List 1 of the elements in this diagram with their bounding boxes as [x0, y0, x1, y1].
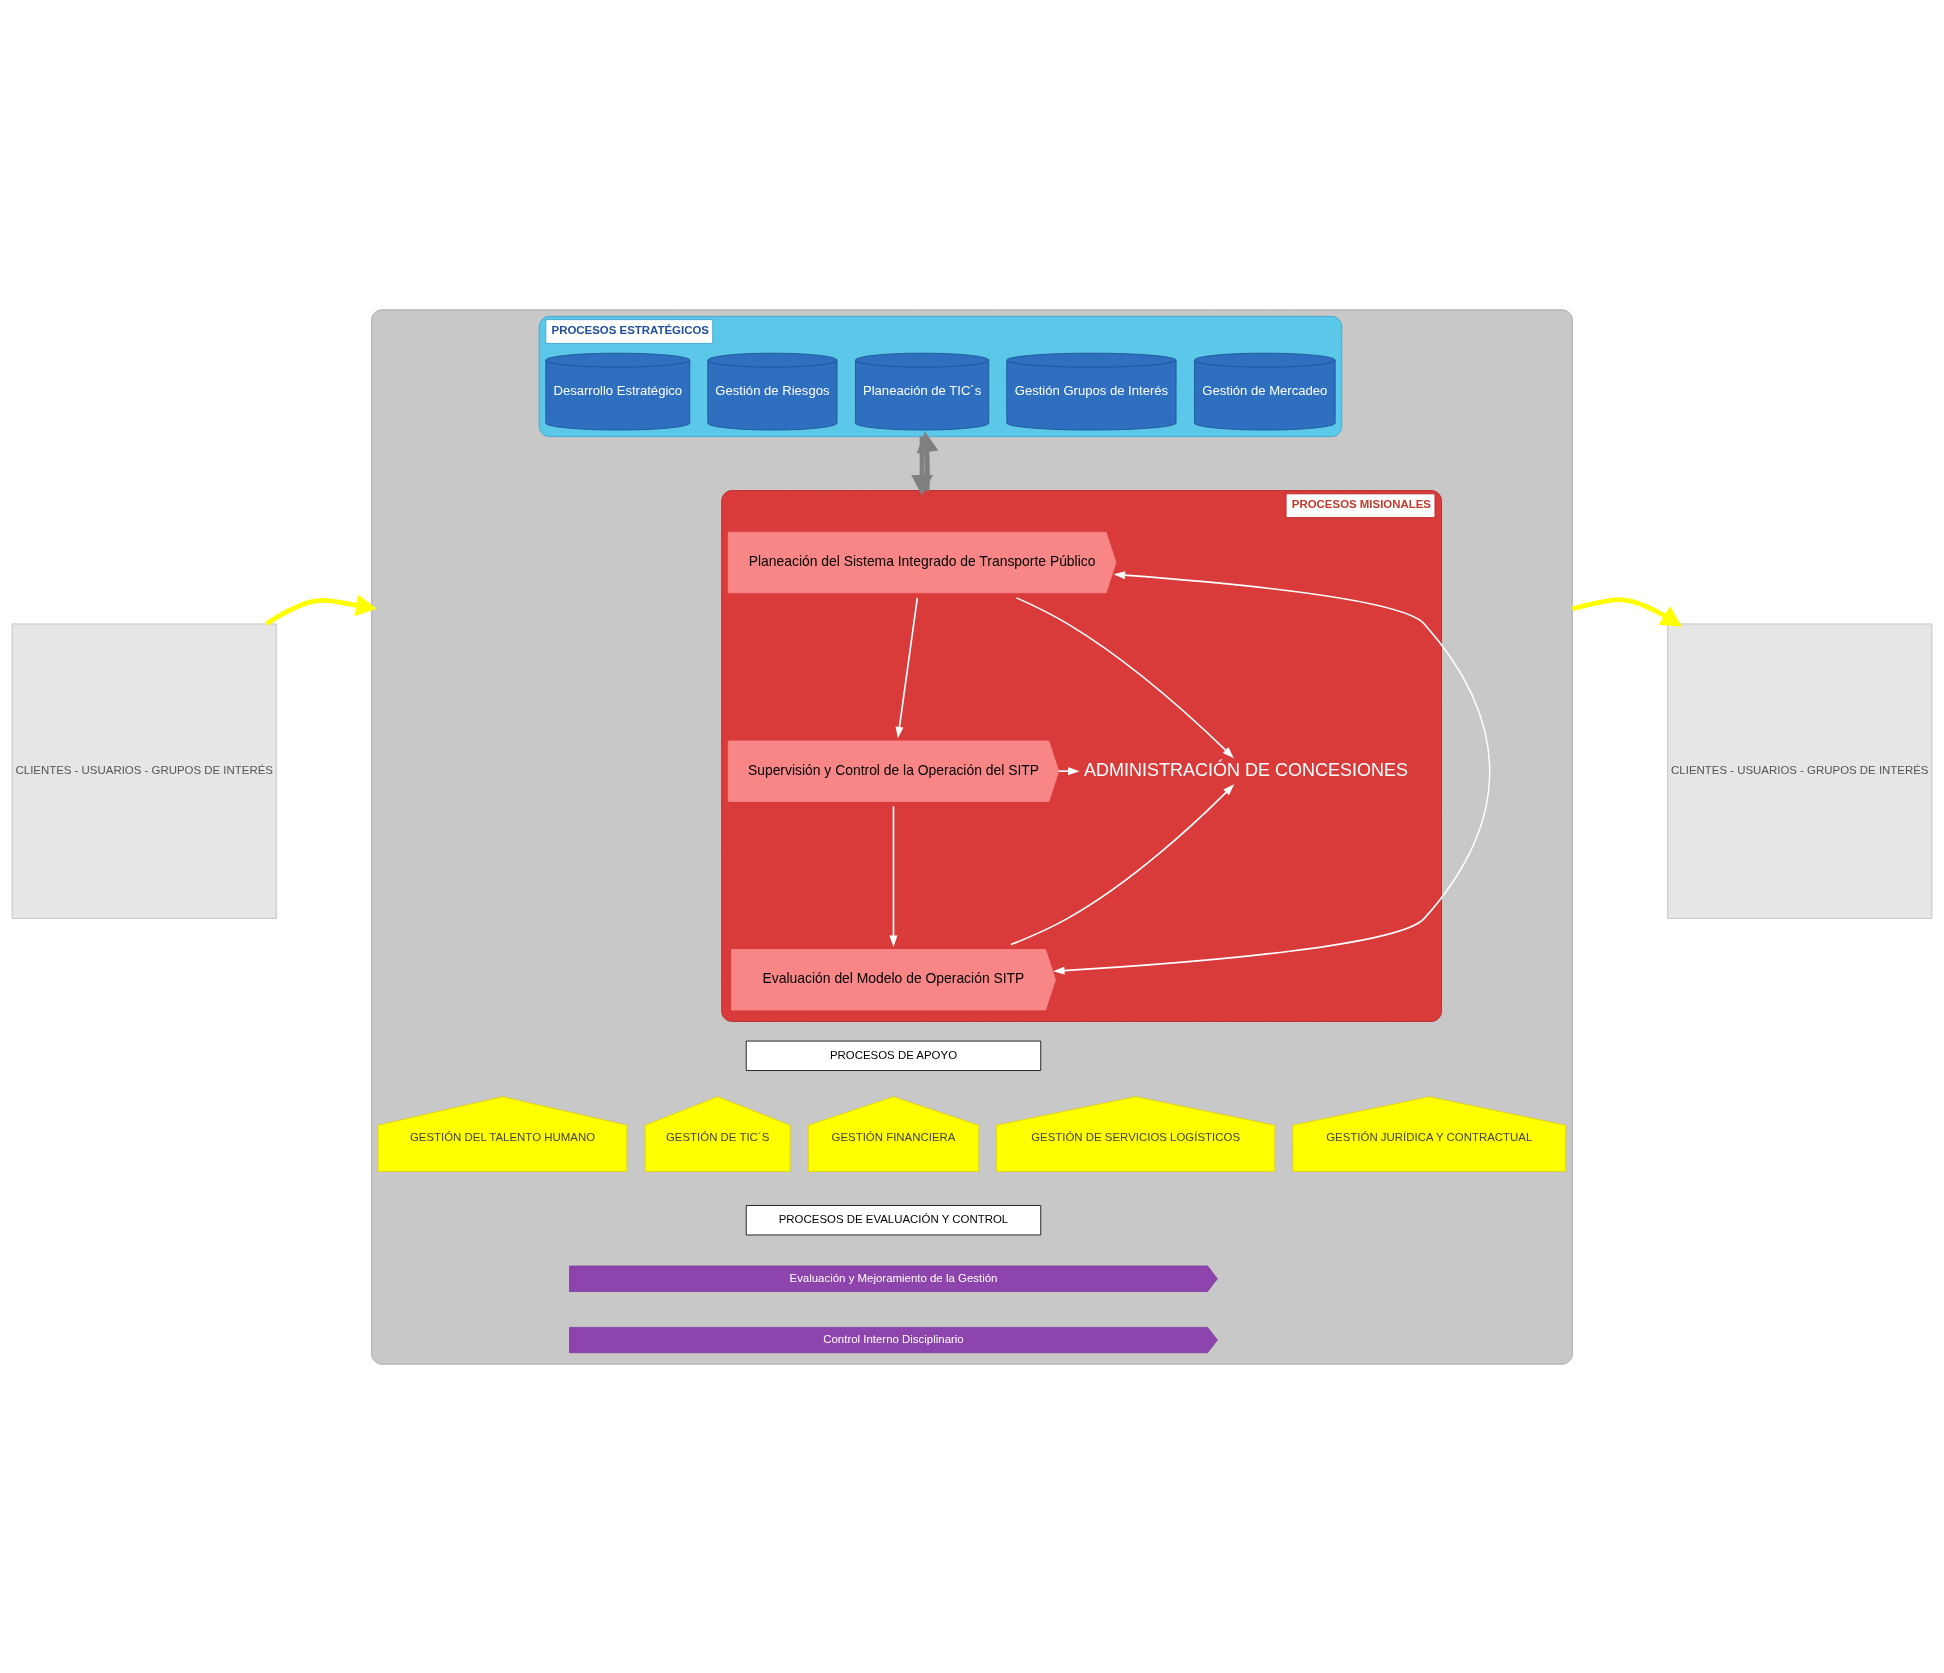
node-text: ADMINISTRACIÓN DE CONCESIONES: [1084, 759, 1408, 780]
